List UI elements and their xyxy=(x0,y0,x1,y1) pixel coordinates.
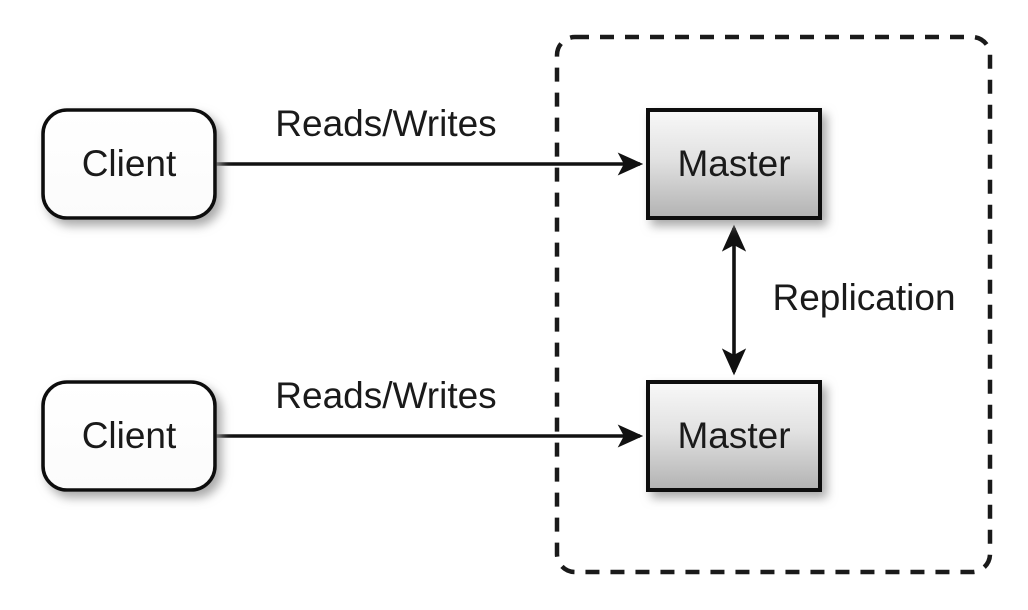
node-client-1[interactable]: Client xyxy=(41,108,217,220)
edge-label-reads-writes-top: Reads/Writes xyxy=(275,103,496,144)
client-1-box[interactable] xyxy=(41,108,217,220)
client-1-label: Client xyxy=(82,143,177,184)
client-2-label: Client xyxy=(82,415,177,456)
master-2-box[interactable] xyxy=(646,380,822,492)
master-1-box[interactable] xyxy=(646,108,822,220)
edge-label-replication: Replication xyxy=(772,277,955,318)
edge-label-reads-writes-bottom: Reads/Writes xyxy=(275,375,496,416)
node-master-1[interactable]: Master xyxy=(646,108,822,220)
node-master-2[interactable]: Master xyxy=(646,380,822,492)
node-client-2[interactable]: Client xyxy=(41,380,217,492)
client-2-box[interactable] xyxy=(41,380,217,492)
master-2-label: Master xyxy=(677,415,790,456)
master-1-label: Master xyxy=(677,143,790,184)
replication-boundary xyxy=(554,34,993,575)
